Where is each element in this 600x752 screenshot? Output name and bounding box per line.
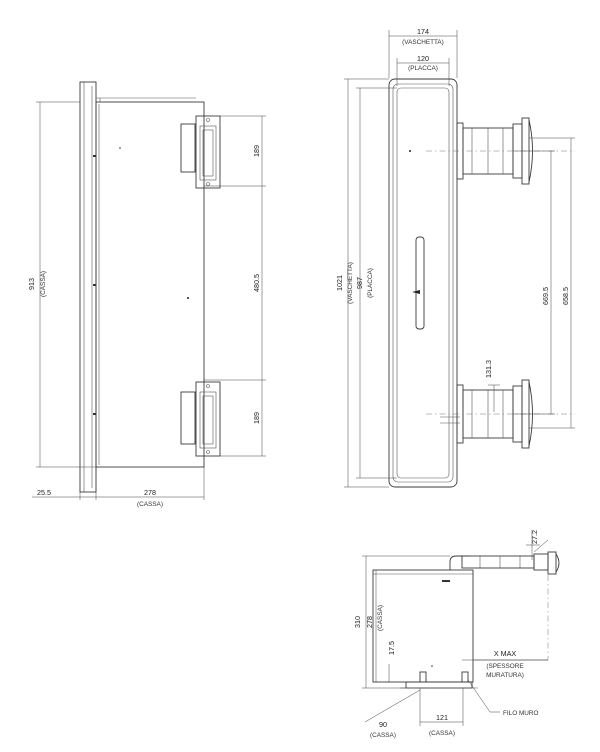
side-depth-label: 278 (144, 488, 156, 497)
side-height-label: 913 (27, 278, 36, 290)
side-top-handle (180, 115, 221, 189)
plan-xmax-sub1: (SPESSORE (486, 663, 523, 670)
side-depth-sub: (CASSA) (137, 501, 163, 508)
plan-small-dim: 17.5 (387, 641, 396, 655)
front-pipe-spacing-b: 658.5 (561, 287, 570, 305)
plan-bottom-a: 90 (379, 720, 387, 729)
front-pipe-offset: 131.3 (484, 360, 493, 378)
side-bottom-handle (180, 381, 221, 457)
plan-pipe (449, 551, 560, 575)
plan-box-sub: (CASSA) (377, 605, 384, 631)
front-view: 174 (VASCHETTA) 120 (PLACCA) 1021 (VASCH… (335, 27, 575, 488)
front-tray-width: 174 (417, 27, 429, 36)
front-slot (415, 236, 425, 330)
plan-xmax: X MAX (494, 649, 517, 658)
front-tray-height-sub: (VASCHETTA) (347, 262, 354, 304)
front-plate-width-sub: (PLACCA) (408, 65, 438, 72)
front-pipe-spacing-a: 669.5 (541, 287, 550, 305)
side-flange (79, 81, 97, 493)
side-spacing-top: 189 (252, 145, 261, 157)
side-height-sub: (CASSA) (40, 271, 47, 297)
plan-pipe-top: 27.2 (530, 530, 539, 544)
plan-box-depth: 278 (365, 616, 374, 628)
plan-bottom-a-sub: (CASSA) (370, 732, 396, 739)
plan-view: 310 278 (CASSA) 17.5 27.2 X MAX (SPESSOR… (353, 530, 560, 739)
side-spacing-mid: 480.5 (252, 274, 261, 292)
plan-xmax-sub2: MURATURA) (486, 672, 524, 679)
side-spacing-bottom: 189 (252, 412, 261, 424)
front-tray-height: 1021 (335, 275, 344, 291)
front-tray (388, 78, 458, 488)
front-plate-height-sub: (PLACCA) (367, 268, 374, 298)
plan-box (372, 569, 474, 683)
front-tray-width-sub: (VASCHETTA) (402, 39, 444, 46)
plan-bottom-plate (405, 681, 473, 689)
plan-bottom-b: 121 (436, 713, 448, 722)
plan-total-depth: 310 (353, 616, 362, 628)
plan-bottom-b-sub: (CASSA) (429, 730, 455, 737)
front-plate-width: 120 (417, 54, 429, 63)
plan-wall-label: FILO MURO (503, 710, 539, 717)
side-box (95, 101, 205, 468)
side-flange-label: 25.5 (37, 488, 51, 497)
side-view: 913 (CASSA) 189 480.5 189 25.5 278 (CASS… (27, 81, 266, 508)
front-plate-height: 987 (355, 277, 364, 289)
